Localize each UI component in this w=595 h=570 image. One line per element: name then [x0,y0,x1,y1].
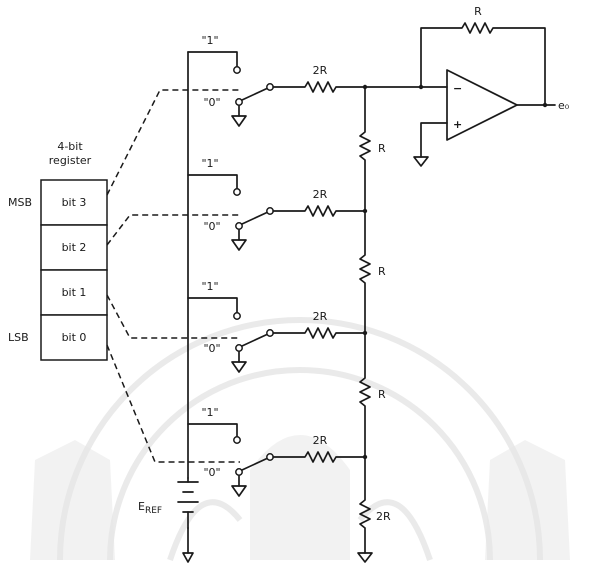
register-title-2: register [49,154,92,167]
resistor-label: R [378,388,386,401]
bit-label: bit 0 [62,331,87,344]
switch-zero-label: "0" [203,466,220,479]
watermark [30,317,570,561]
resistor-label: 2R [313,434,328,447]
op-amp: − + e₀ R [364,5,570,167]
switch-one-label: "1" [201,280,218,293]
control-lines [106,89,240,463]
switch-stage-bit0: "1" "0" [187,406,274,497]
reference-bus [182,51,194,563]
resistor-label: R [378,265,386,278]
register-cell-bit0 [40,314,108,361]
switch-one-label: "1" [201,34,218,47]
bit-label: bit 3 [62,196,87,209]
eref-label: EREF [138,500,162,516]
bit-label: bit 2 [62,241,87,254]
noninverting-input-label: + [453,118,462,131]
switch-zero-label: "0" [203,220,220,233]
resistor-label: 2R [376,510,391,523]
switch-stage-bit3: "1" "0" [187,34,274,127]
register-title-1: 4-bit [57,140,83,153]
inverting-input-label: − [453,82,462,95]
register: 4-bit register bit 3 bit 2 bit 1 bit 0 M… [8,140,108,361]
output-label: e₀ [558,99,570,112]
switch-one-label: "1" [201,157,218,170]
op-amp-symbol [446,69,518,141]
ladder-resistors: R R R 2R [357,84,391,563]
bit-label: bit 1 [62,286,87,299]
switch-one-label: "1" [201,406,218,419]
switch-zero-label: "0" [203,342,220,355]
resistor-label: 2R [313,188,328,201]
resistor-label: R [378,142,386,155]
switch-stage-bit1: "1" "0" [187,280,274,373]
switch-zero-label: "0" [203,96,220,109]
feedback-resistor-label: R [474,5,482,18]
series-resistors: 2R 2R 2R 2R [272,64,366,463]
lsb-label: LSB [8,331,29,344]
msb-label: MSB [8,196,32,209]
resistor-label: 2R [313,64,328,77]
switch-stage-bit2: "1" "0" [187,157,274,251]
register-cell-bit3 [40,179,108,226]
resistor-label: 2R [313,310,328,323]
reference-battery: EREF [138,477,199,529]
